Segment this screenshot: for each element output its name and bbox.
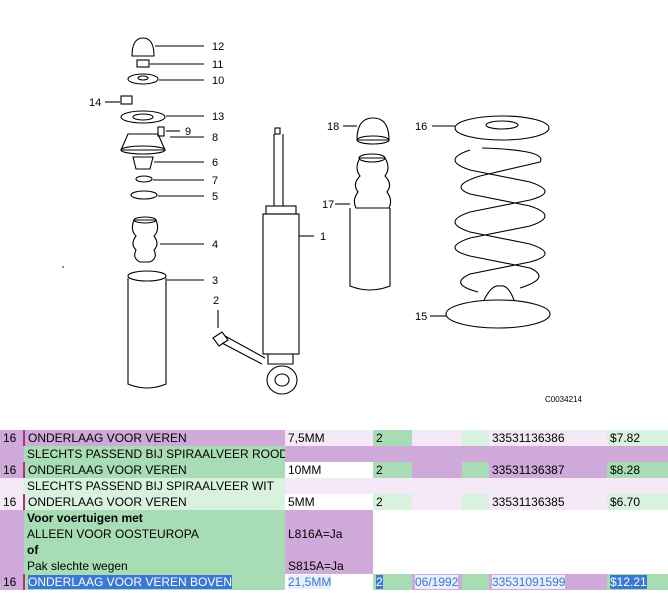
row-desc: ONDERLAAG VOOR VEREN BOVEN — [28, 575, 233, 589]
row-part-number: 33531136385 — [489, 494, 607, 510]
row-size: 10MM — [285, 462, 373, 478]
label-16: 16 — [415, 121, 427, 133]
row-note: ALLEEN VOOR OOSTEUROPA — [24, 526, 285, 542]
label-6: 6 — [212, 157, 218, 169]
cap-part-12 — [131, 37, 155, 57]
table-row[interactable]: 16 ONDERLAAG VOOR VEREN 5MM 2 3353113638… — [0, 494, 668, 510]
label-13: 13 — [212, 111, 224, 123]
table-row-note: of — [0, 542, 668, 558]
washer-part-7 — [135, 175, 153, 183]
bump-cap-part-18 — [356, 117, 390, 141]
label-14: 14 — [89, 97, 101, 109]
row-note-bold: Voor voertuigen met — [24, 510, 285, 526]
diagram-code: C0034214 — [545, 395, 582, 404]
row-qty: 2 — [376, 575, 383, 589]
label-18: 18 — [327, 121, 339, 133]
label-4: 4 — [212, 239, 218, 251]
label-9: 9 — [185, 126, 191, 138]
row-pos: 16 — [0, 574, 25, 590]
spring-seat-part-15 — [445, 299, 551, 329]
row-price: $12.21 — [610, 575, 647, 589]
nut-part-14 — [120, 95, 133, 105]
row-code: L816A=Ja — [285, 526, 373, 542]
label-5: 5 — [212, 191, 218, 203]
label-1: 1 — [320, 231, 326, 243]
coil-spring — [454, 147, 546, 293]
row-size: 21,5MM — [288, 575, 332, 589]
washer-part-10 — [127, 73, 159, 85]
table-row-note: ALLEEN VOOR OOSTEUROPA L816A=Ja — [0, 526, 668, 542]
row-note-of: of — [24, 542, 285, 558]
row-code: S815A=Ja — [285, 558, 373, 574]
bump-stop-part-4 — [131, 219, 159, 263]
ring-part-5 — [130, 190, 158, 200]
table-row-partial[interactable]: 16 ONDERLAAG VOOR VEREN 7,5MM 2 33531136… — [0, 430, 668, 446]
row-note: Pak slechte wegen — [24, 558, 285, 574]
parts-table: 16 ONDERLAAG VOOR VEREN 7,5MM 2 33531136… — [0, 430, 668, 590]
row-pos: 16 — [0, 462, 25, 478]
label-12: 12 — [212, 41, 224, 53]
bolt-part-2 — [212, 331, 229, 347]
table-row-note: SLECHTS PASSEND BIJ SPIRAALVEER WIT — [0, 478, 668, 494]
protection-tube-part-17 — [349, 208, 391, 291]
row-part-number: 33531091599 — [492, 575, 566, 589]
row-desc: ONDERLAAG VOOR VEREN — [24, 494, 285, 510]
row-date: 06/1992 — [415, 575, 459, 589]
table-row-note: SLECHTS PASSEND BIJ SPIRAALVEER ROOD — [0, 446, 668, 462]
row-note: SLECHTS PASSEND BIJ SPIRAALVEER ROOD — [24, 446, 285, 462]
nut-part-11 — [136, 59, 150, 68]
row-pos: 16 — [0, 494, 25, 510]
table-row-selected[interactable]: 16 ONDERLAAG VOOR VEREN BOVEN 21,5MM 2 0… — [0, 574, 668, 590]
label-17: 17 — [322, 199, 334, 211]
dust-boot-part-3 — [127, 278, 167, 389]
row-size: 5MM — [285, 494, 373, 510]
label-8: 8 — [212, 132, 218, 144]
row-price: $8.28 — [607, 462, 668, 478]
row-note: SLECHTS PASSEND BIJ SPIRAALVEER WIT — [24, 478, 285, 494]
label-2: 2 — [213, 295, 219, 307]
label-11: 11 — [212, 59, 223, 71]
table-row-note: Voor voertuigen met — [0, 510, 668, 526]
row-price: $6.70 — [607, 494, 668, 510]
table-row[interactable]: 16 ONDERLAAG VOOR VEREN 10MM 2 335311363… — [0, 462, 668, 478]
spring-seat-part-16 — [454, 115, 550, 141]
parts-diagram: 12 11 10 14 13 9 8 6 7 5 4 3 2 18 16 17 … — [62, 37, 582, 404]
shock-absorber-part-1 — [265, 205, 297, 215]
bushing-part-6 — [132, 156, 154, 170]
row-qty: 2 — [373, 462, 412, 478]
label-7: 7 — [212, 175, 218, 187]
label-3: 3 — [212, 275, 218, 287]
row-part-number: 33531136387 — [489, 462, 607, 478]
row-qty: 2 — [373, 494, 412, 510]
row-desc: ONDERLAAG VOOR VEREN — [24, 462, 285, 478]
gasket-part-13 — [120, 110, 166, 124]
label-15: 15 — [415, 311, 427, 323]
label-10: 10 — [212, 75, 224, 87]
table-row-note: Pak slechte wegen S815A=Ja — [0, 558, 668, 574]
